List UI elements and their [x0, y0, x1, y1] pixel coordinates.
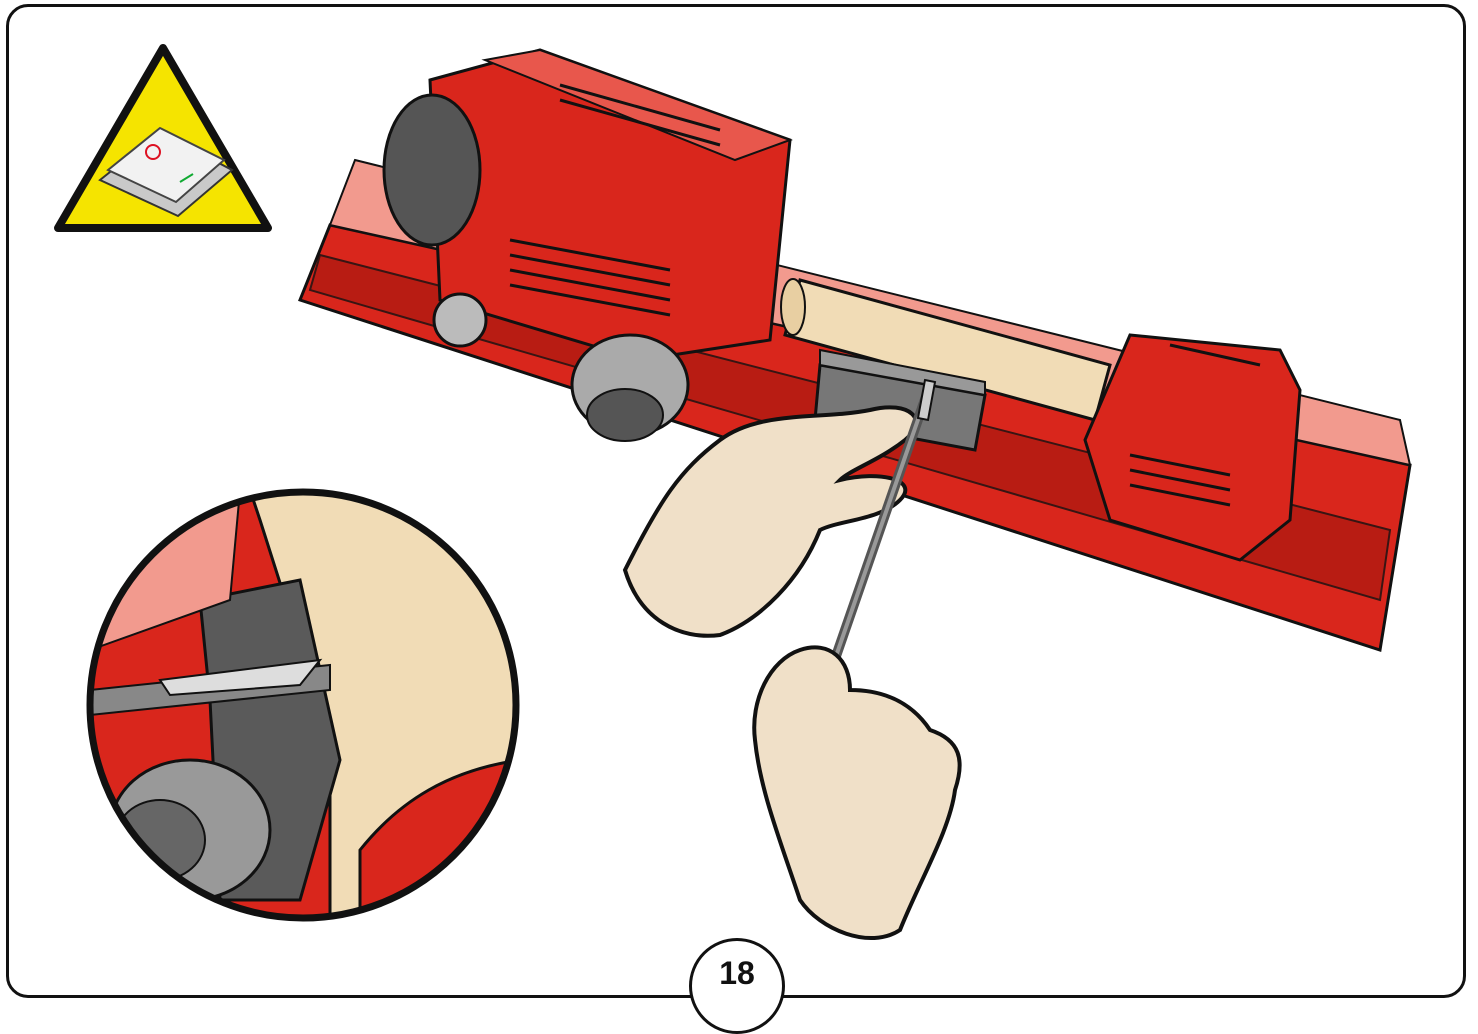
power-switch-off-warning-icon	[58, 48, 268, 228]
page-number: 18	[692, 955, 782, 992]
illustration	[0, 0, 1478, 979]
magnified-detail-circle	[90, 490, 520, 920]
right-hand-glove	[754, 647, 959, 938]
page-number-badge: 18	[689, 938, 785, 1034]
left-hand-glove	[625, 407, 916, 635]
